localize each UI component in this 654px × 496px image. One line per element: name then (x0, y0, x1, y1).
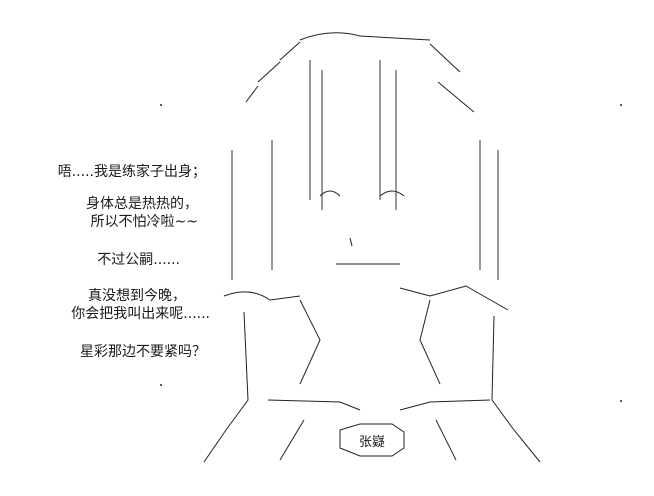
dialogue-line: 身体总是热热的， (86, 196, 198, 212)
tone-dot (620, 400, 622, 402)
dialogue-line: 不过公嗣...... (97, 252, 180, 268)
tone-dot (160, 384, 162, 386)
tone-dot (160, 104, 162, 106)
dialogue-line: 你会把我叫出来呢...... (71, 306, 210, 322)
dialogue-line: 所以不怕冷啦~~ (90, 214, 198, 230)
dialogue-line: 星彩那边不要紧吗？ (80, 344, 206, 360)
tone-dot (620, 104, 622, 106)
name-tag: 张嶷 (358, 435, 385, 450)
dialogue-line: 真没想到今晚， (88, 288, 186, 304)
dialogue-line: 唔.....我是练家子出身； (57, 164, 206, 180)
